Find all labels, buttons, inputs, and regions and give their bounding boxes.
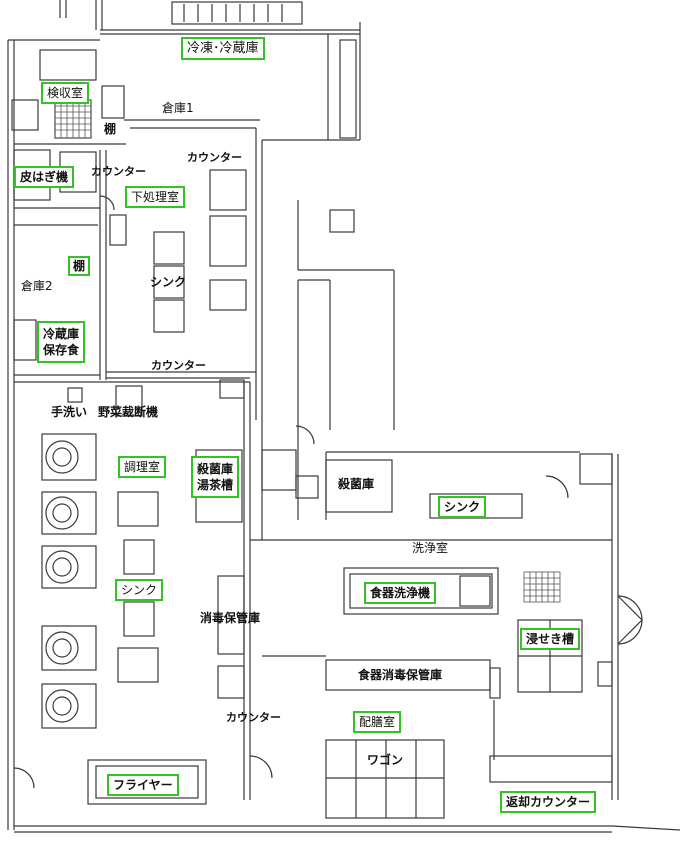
refrigerator-label: 冷蔵庫 [43, 327, 80, 341]
fryer-label: フライヤー [107, 774, 179, 796]
sterilizer-2-label: 殺菌庫 [338, 477, 375, 491]
soaking-tank-label: 浸せき槽 [520, 628, 581, 650]
freezer-label: 冷凍･冷蔵庫 [181, 37, 265, 60]
dishwasher-label: 食器洗浄機 [364, 582, 437, 604]
receiving-room-label: 検収室 [41, 82, 90, 104]
disinfection-storage-label: 消毒保管庫 [200, 611, 261, 625]
counter-4-label: カウンター [226, 711, 281, 724]
dish-disinfection-storage-label: 食器消毒保管庫 [358, 668, 443, 682]
tea-tank-label: 湯茶槽 [197, 478, 234, 493]
washing-room-label: 洗浄室 [412, 541, 449, 555]
sink-label: シンク [150, 275, 187, 289]
sink-2-label: シンク [115, 579, 164, 601]
serving-room-label: 配膳室 [353, 711, 402, 733]
peeler-label: 皮はぎ機 [14, 166, 75, 188]
preserved-food-label: 保存食 [43, 343, 80, 358]
cooking-room-label: 調理室 [118, 456, 167, 478]
vegetable-cutter-label: 野菜裁断機 [98, 405, 159, 419]
handwash-label: 手洗い [51, 405, 88, 419]
sink-3-label: シンク [438, 496, 487, 518]
counter-3-label: カウンター [151, 359, 206, 372]
sterilizer-label: 殺菌庫 [197, 462, 234, 476]
storage-1-label: 倉庫1 [162, 101, 194, 115]
counter-label: カウンター [187, 151, 242, 164]
return-counter-label: 返却カウンター [500, 791, 597, 813]
counter-2-label: カウンター [91, 165, 146, 178]
shelf-label: 棚 [104, 122, 117, 136]
shelf-2-label: 棚 [68, 256, 91, 276]
refrigerator-preserved-food-label: 冷蔵庫 保存食 [37, 321, 86, 364]
prep-room-label: 下処理室 [125, 186, 186, 208]
storage-2-label: 倉庫2 [21, 279, 53, 293]
sterilizer-tea-tank-label: 殺菌庫 湯茶槽 [191, 456, 240, 499]
wagon-label: ワゴン [367, 753, 404, 767]
